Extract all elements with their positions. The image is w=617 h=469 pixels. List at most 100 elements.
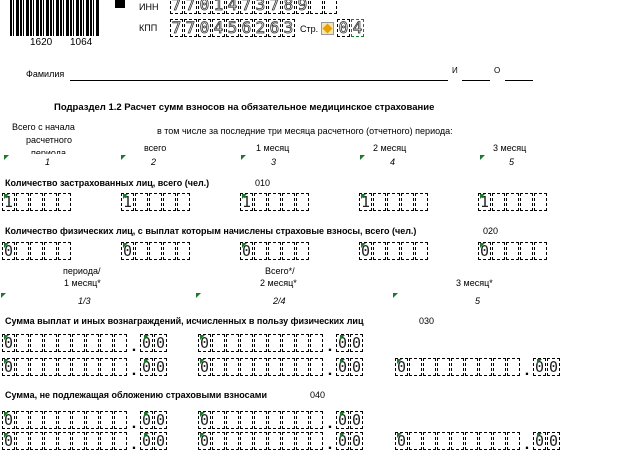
digit-cell[interactable] xyxy=(58,411,71,429)
digit-cell[interactable] xyxy=(44,334,57,352)
digit-cell[interactable] xyxy=(44,411,57,429)
digit-cell[interactable]: 0 xyxy=(533,358,546,376)
count-field[interactable]: 1 xyxy=(2,193,72,211)
digit-cell[interactable] xyxy=(451,432,464,450)
digit-cell[interactable] xyxy=(296,358,309,376)
digit-cell[interactable] xyxy=(268,334,281,352)
digit-cell[interactable]: 0 xyxy=(395,432,408,450)
digit-cell[interactable]: 7 xyxy=(184,0,197,14)
digit-cell[interactable] xyxy=(296,334,309,352)
digit-cell[interactable] xyxy=(212,334,225,352)
digit-cell[interactable] xyxy=(226,411,239,429)
digit-cell[interactable] xyxy=(163,242,176,260)
digit-cell[interactable]: 0 xyxy=(198,432,211,450)
digit-cell[interactable] xyxy=(72,432,85,450)
digit-cell[interactable]: 0 xyxy=(395,358,408,376)
digit-cell[interactable] xyxy=(212,411,225,429)
digit-cell[interactable]: 8 xyxy=(282,0,295,14)
count-field[interactable]: 1 xyxy=(121,193,191,211)
digit-cell[interactable] xyxy=(114,411,127,429)
digit-cell[interactable] xyxy=(310,411,323,429)
digit-cell[interactable]: 4 xyxy=(351,18,364,37)
digit-cell[interactable]: 0 xyxy=(198,0,211,14)
digit-cell[interactable] xyxy=(507,358,520,376)
digit-cell[interactable] xyxy=(520,242,533,260)
digit-cell[interactable] xyxy=(44,193,57,211)
digit-cell[interactable] xyxy=(16,358,29,376)
digit-cell[interactable] xyxy=(409,358,422,376)
digit-cell[interactable] xyxy=(226,432,239,450)
digit-cell[interactable]: 0 xyxy=(154,432,167,450)
digit-cell[interactable]: 0 xyxy=(140,358,153,376)
digit-cell[interactable]: 0 xyxy=(350,358,363,376)
digit-cell[interactable] xyxy=(493,358,506,376)
digit-cell[interactable]: 7 xyxy=(170,18,183,37)
digit-cell[interactable] xyxy=(423,358,436,376)
digit-cell[interactable]: 1 xyxy=(2,193,15,211)
digit-cell[interactable] xyxy=(254,358,267,376)
digit-cell[interactable] xyxy=(373,242,386,260)
digit-cell[interactable] xyxy=(16,411,29,429)
digit-cell[interactable] xyxy=(100,411,113,429)
digit-cell[interactable] xyxy=(296,193,309,211)
digit-cell[interactable]: 9 xyxy=(296,0,309,14)
digit-cell[interactable] xyxy=(493,432,506,450)
digit-cell[interactable] xyxy=(100,334,113,352)
digit-cell[interactable] xyxy=(451,358,464,376)
count-field[interactable]: 1 xyxy=(240,193,310,211)
digit-cell[interactable] xyxy=(72,358,85,376)
count-field[interactable]: 0 xyxy=(359,242,429,260)
digit-cell[interactable]: 0 xyxy=(350,411,363,429)
digit-cell[interactable]: 5 xyxy=(226,18,239,37)
digit-cell[interactable]: 0 xyxy=(350,432,363,450)
digit-cell[interactable]: 0 xyxy=(2,411,15,429)
digit-cell[interactable]: 7 xyxy=(184,18,197,37)
digit-cell[interactable]: 0 xyxy=(359,242,372,260)
digit-cell[interactable]: 0 xyxy=(121,242,134,260)
digit-cell[interactable] xyxy=(58,334,71,352)
digit-cell[interactable]: 4 xyxy=(226,0,239,14)
digit-cell[interactable]: 7 xyxy=(240,0,253,14)
digit-cell[interactable]: 6 xyxy=(240,18,253,37)
digit-cell[interactable] xyxy=(114,334,127,352)
digit-cell[interactable] xyxy=(30,358,43,376)
digit-cell[interactable] xyxy=(534,193,547,211)
digit-cell[interactable] xyxy=(100,432,113,450)
digit-cell[interactable] xyxy=(492,193,505,211)
digit-cell[interactable] xyxy=(226,334,239,352)
digit-cell[interactable] xyxy=(423,432,436,450)
digit-cell[interactable]: 4 xyxy=(212,18,225,37)
digit-cell[interactable] xyxy=(30,242,43,260)
digit-cell[interactable] xyxy=(310,432,323,450)
digit-cell[interactable] xyxy=(212,432,225,450)
digit-cell[interactable] xyxy=(72,411,85,429)
digit-cell[interactable] xyxy=(310,358,323,376)
digit-cell[interactable] xyxy=(415,193,428,211)
digit-cell[interactable] xyxy=(44,242,57,260)
digit-cell[interactable] xyxy=(387,242,400,260)
digit-cell[interactable] xyxy=(310,0,323,14)
digit-cell[interactable] xyxy=(282,193,295,211)
digit-cell[interactable] xyxy=(177,242,190,260)
digit-cell[interactable]: 1 xyxy=(478,193,491,211)
digit-cell[interactable] xyxy=(268,358,281,376)
digit-cell[interactable] xyxy=(409,432,422,450)
digit-cell[interactable] xyxy=(30,193,43,211)
digit-cell[interactable]: 0 xyxy=(2,334,15,352)
digit-cell[interactable] xyxy=(268,242,281,260)
digit-cell[interactable]: 0 xyxy=(140,334,153,352)
digit-cell[interactable] xyxy=(507,432,520,450)
digit-cell[interactable]: 0 xyxy=(478,242,491,260)
digit-cell[interactable] xyxy=(465,432,478,450)
digit-cell[interactable] xyxy=(58,358,71,376)
digit-cell[interactable]: 0 xyxy=(336,358,349,376)
digit-cell[interactable] xyxy=(506,193,519,211)
digit-cell[interactable] xyxy=(324,0,337,14)
digit-cell[interactable]: 0 xyxy=(2,242,15,260)
